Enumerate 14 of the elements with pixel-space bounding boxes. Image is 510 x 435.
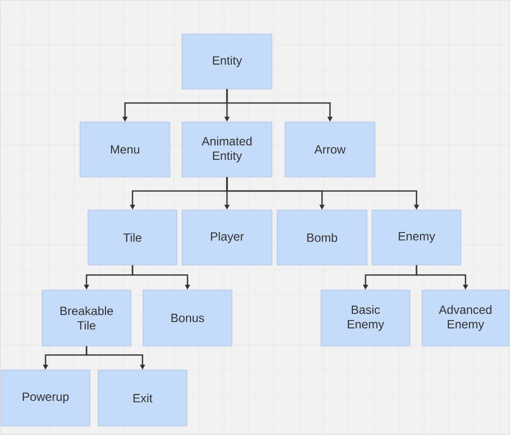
class-box: Breakable Tile <box>42 290 132 346</box>
class-box: Entity <box>182 34 272 90</box>
class-box: Advanced Enemy <box>422 290 510 346</box>
class-box: Menu <box>80 122 170 178</box>
class-box: Enemy <box>372 210 462 266</box>
class-box: Tile <box>88 210 178 266</box>
class-box: Exit <box>98 370 188 426</box>
class-box: Arrow <box>284 122 376 178</box>
class-box: Animated Entity <box>182 122 272 178</box>
class-box: Bomb <box>276 210 368 266</box>
class-box: Bonus <box>142 290 232 346</box>
class-box: Basic Enemy <box>320 290 410 346</box>
class-box: Powerup <box>0 370 90 426</box>
class-box: Player <box>182 210 272 266</box>
